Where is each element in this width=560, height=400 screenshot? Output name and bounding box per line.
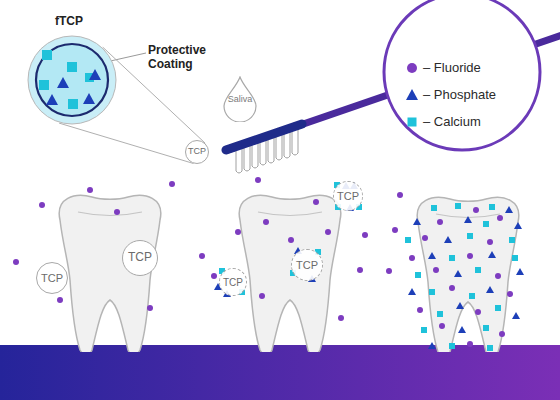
callout-label: Protective Coating	[148, 43, 228, 72]
ftcp-shape	[27, 35, 117, 125]
tooth	[59, 195, 161, 354]
node-heading: fTCP	[55, 14, 83, 28]
tcp-circle: TCP	[36, 262, 68, 294]
tcp-label: TCP	[41, 272, 63, 284]
legend-text: – Phosphate	[423, 87, 496, 102]
tcp-circle: TCP	[122, 240, 158, 276]
dissolving-tcp: TCP	[333, 181, 363, 211]
fluoride-particles	[13, 177, 403, 321]
tcp-label: TCP	[223, 277, 243, 288]
tooth	[239, 195, 341, 354]
gum-band	[0, 345, 560, 400]
tcp-circle: TCP	[185, 140, 209, 164]
drop-label: Saliva	[228, 95, 253, 105]
phosphate-sample	[406, 89, 418, 100]
mineral-particles	[405, 203, 524, 351]
zoom-line	[59, 123, 193, 163]
tooth	[417, 197, 519, 356]
legend-text: – Calcium	[423, 114, 481, 129]
tcp-label: TCP	[296, 259, 318, 271]
dissolving-tcp: TCP	[291, 249, 323, 281]
dissolving-particles	[214, 182, 362, 297]
tcp-label: TCP	[128, 251, 152, 264]
gum-band-front	[0, 352, 560, 400]
ftcp-particle: fTCP	[27, 35, 117, 125]
saliva-drop: Saliva	[222, 76, 258, 122]
legend-circle	[384, 0, 540, 150]
tcp-label: TCP	[188, 147, 206, 157]
dissolving-tcp: TCP	[219, 268, 247, 296]
brush-head	[226, 124, 302, 173]
fluoride-sample	[407, 63, 417, 73]
legend-text: – Fluoride	[423, 60, 481, 75]
calcium-sample	[408, 118, 417, 127]
tcp-label: TCP	[337, 190, 359, 202]
